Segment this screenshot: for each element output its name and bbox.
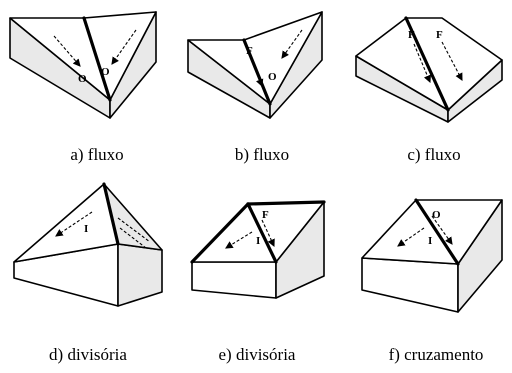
caption-panel-a: a) fluxo	[70, 145, 123, 164]
caption-panel-f: f) cruzamento	[389, 345, 484, 364]
panel-f-mark-1: O	[432, 209, 441, 221]
panel-f-diagram: O I	[361, 198, 503, 313]
panel-a-mark-1: O	[78, 73, 87, 85]
caption-panel-b: b) fluxo	[235, 145, 289, 164]
panel-b-diagram: F O	[187, 11, 323, 119]
panel-e-diagram: F I	[190, 200, 326, 299]
panel-d-mark-1: I	[84, 223, 88, 235]
panel-c-mark-2: F	[436, 29, 443, 41]
caption-panel-e: e) divisória	[219, 345, 296, 364]
panel-e-mark-1: F	[262, 209, 269, 221]
panel-b-mark-2: O	[268, 71, 277, 83]
caption-panel-c: c) fluxo	[407, 145, 460, 164]
panel-a-mark-2: O	[101, 66, 110, 78]
panel-b-mark-1: F	[246, 45, 253, 57]
panel-e-mark-2: I	[256, 235, 260, 247]
panel-a-diagram: O O	[9, 11, 157, 119]
panel-d-diagram: I	[13, 182, 163, 307]
panel-c-mark-1: F	[408, 29, 415, 41]
panel-c-diagram: F F	[355, 16, 503, 123]
panel-f-mark-2: I	[428, 235, 432, 247]
caption-panel-d: d) divisória	[49, 345, 127, 364]
